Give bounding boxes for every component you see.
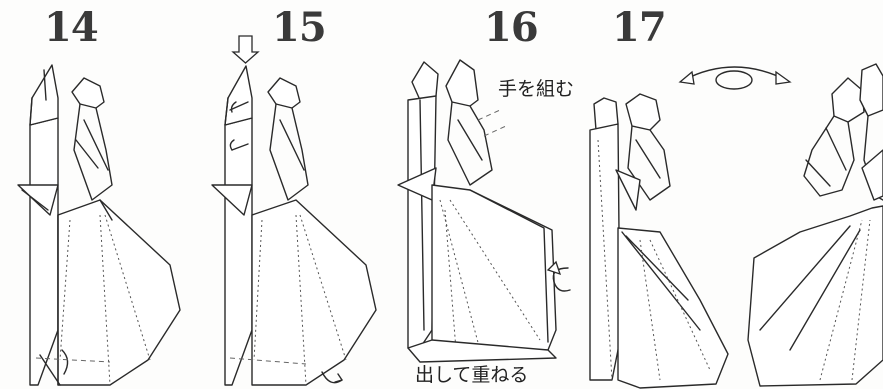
- step-17-figure-front: [589, 93, 729, 389]
- step-number-17: 17: [612, 4, 667, 51]
- step-number-14: 14: [44, 4, 99, 51]
- push-down-arrow: [231, 35, 260, 64]
- step-17-figure-back: [747, 63, 883, 387]
- step-number-16: 16: [484, 4, 539, 51]
- step-16-figure: [397, 59, 571, 363]
- rotate-arrow: [678, 66, 792, 90]
- step-15-figure: [211, 35, 377, 386]
- step-number-15: 15: [272, 4, 327, 51]
- note-join-hands: 手を組む: [498, 78, 575, 100]
- step-14-figure: [17, 64, 181, 386]
- note-pull-out-and-overlap: 出して重ねる: [415, 364, 529, 386]
